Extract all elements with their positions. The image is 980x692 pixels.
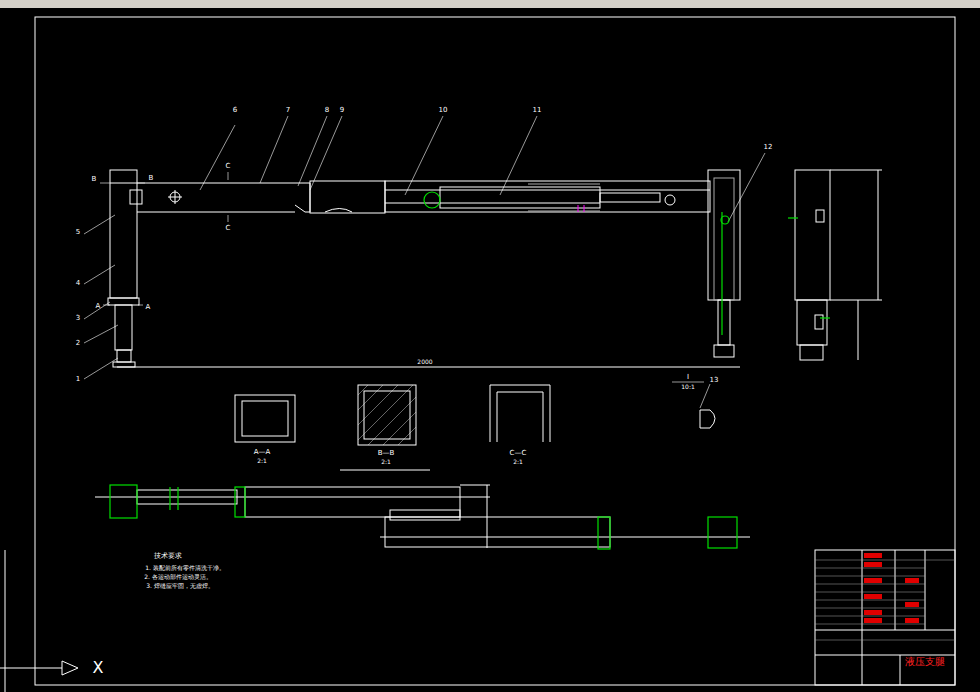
- drawing-title: 液压支腿: [905, 657, 945, 667]
- callout-number: 8: [325, 107, 329, 114]
- callout-number: 11: [533, 107, 542, 114]
- section-mark: C: [226, 163, 231, 170]
- note-line: 3. 焊缝应牢固，无虚焊。: [146, 583, 214, 589]
- note-line: 1. 装配前所有零件清洗干净。: [145, 565, 225, 571]
- detail-scale: 10:1: [681, 384, 694, 390]
- section-mark: A: [96, 303, 101, 310]
- callout-number: 9: [340, 107, 344, 114]
- callout-number: 7: [286, 107, 290, 114]
- callout-number: 2: [76, 340, 80, 347]
- callout-number: 1: [76, 376, 80, 383]
- callout-number: 5: [76, 229, 80, 236]
- section-scale: 2:1: [513, 459, 523, 465]
- callout-number: 12: [764, 144, 773, 151]
- section-mark: B: [92, 176, 97, 183]
- axis-label: X: [93, 660, 104, 676]
- section-mark: A: [146, 304, 151, 311]
- section-title: B—B: [378, 450, 395, 457]
- dimension: 2000: [417, 359, 432, 365]
- section-title: A—A: [254, 449, 271, 456]
- section-scale: 2:1: [381, 459, 391, 465]
- callout-number: 10: [439, 107, 448, 114]
- section-scale: 2:1: [257, 458, 267, 464]
- section-mark: B: [149, 175, 154, 182]
- section-title: C—C: [510, 450, 527, 457]
- section-mark: C: [226, 225, 231, 232]
- callout-number: 4: [76, 280, 80, 287]
- note-line: 2. 各运动部件运动灵活。: [144, 574, 212, 580]
- notes-heading: 技术要求: [154, 553, 182, 560]
- callout-number: 6: [233, 107, 237, 114]
- detail-mark: I: [687, 374, 689, 381]
- callout-number: 3: [76, 315, 80, 322]
- callout-number: 13: [710, 377, 719, 384]
